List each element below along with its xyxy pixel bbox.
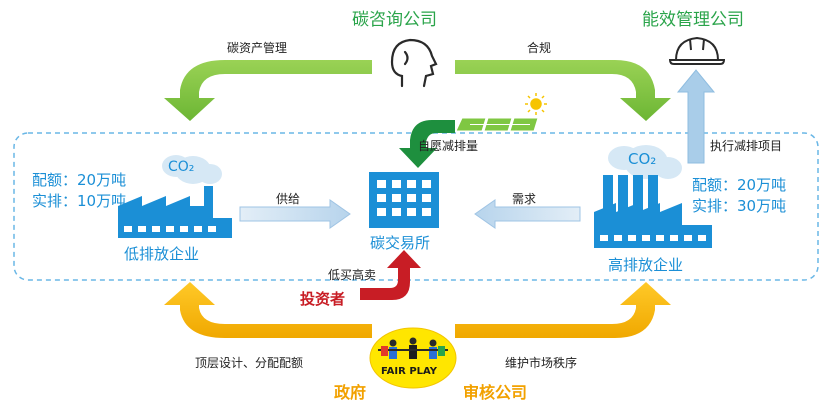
edge-supply-label: 供给 — [276, 192, 301, 206]
arrow-voluntary-reduction — [399, 120, 455, 168]
arrow-carbon-asset-mgmt — [164, 60, 372, 121]
node-auditor: 审核公司 — [463, 383, 528, 402]
arrow-top-design — [164, 282, 372, 338]
node-low-emission: 低排放企业 — [124, 245, 200, 263]
edge-execute-projects-label: 执行减排项目 — [710, 139, 783, 153]
node-carbon-consulting: 碳咨询公司 — [352, 10, 437, 30]
high-emission-factory-icon — [594, 145, 712, 248]
arrow-buy-low-sell-high — [360, 250, 421, 300]
low-emission-actual: 实排：10万吨 — [32, 192, 127, 210]
fair-play-badge — [369, 327, 457, 389]
edge-buy-low-sell-high-label: 低买高卖 — [328, 268, 377, 282]
node-investor: 投资者 — [300, 290, 346, 308]
node-exchange: 碳交易所 — [370, 234, 431, 252]
high-emission-actual: 实排：30万吨 — [692, 197, 787, 215]
edge-top-design-label: 顶层设计、分配配额 — [195, 356, 304, 370]
exchange-building-icon — [369, 172, 439, 228]
solar-panel-icon — [455, 117, 539, 132]
low-emission-quota: 配额：20万吨 — [32, 171, 127, 189]
fair-play-label: FAIR PLAY — [381, 366, 438, 377]
arrow-supply — [239, 199, 351, 229]
hard-hat-icon — [668, 36, 726, 65]
consultant-head-icon — [390, 38, 438, 88]
high-emission-quota: 配额：20万吨 — [692, 176, 787, 194]
node-energy-management: 能效管理公司 — [642, 10, 744, 30]
edge-compliance-label: 合规 — [527, 41, 552, 55]
sun-icon — [525, 93, 547, 115]
node-high-emission: 高排放企业 — [608, 256, 684, 274]
low-emission-factory-icon — [118, 155, 232, 238]
arrow-compliance — [455, 60, 671, 121]
high-emission-co2: CO₂ — [628, 150, 657, 168]
node-government: 政府 — [334, 383, 367, 402]
edge-maintain-order-label: 维护市场秩序 — [505, 356, 578, 370]
low-emission-co2: CO₂ — [168, 159, 195, 175]
arrow-maintain-order — [455, 282, 671, 338]
arrow-execute-projects — [676, 69, 716, 164]
edge-demand-label: 需求 — [512, 192, 537, 206]
edge-carbon-asset-mgmt-label: 碳资产管理 — [227, 41, 288, 55]
edge-voluntary-reduction-label: 自愿减排量 — [418, 139, 479, 153]
arrow-demand — [474, 199, 581, 229]
